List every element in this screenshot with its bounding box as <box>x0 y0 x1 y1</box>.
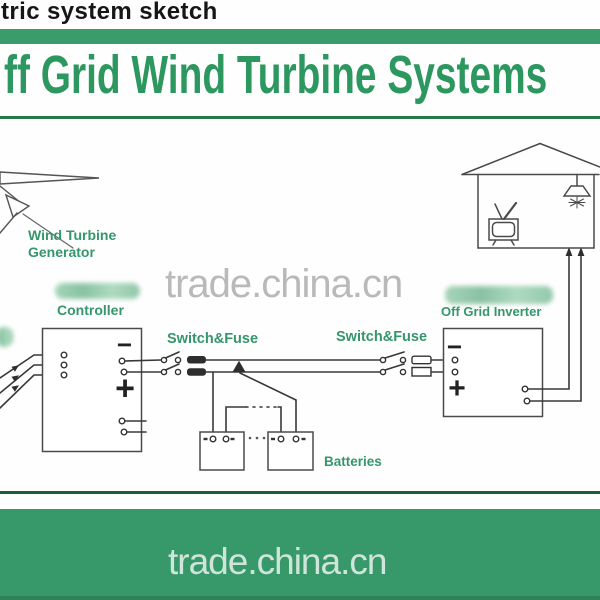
wiring-diagram: − + <box>0 142 600 471</box>
label-wind-turbine-line1: Wind Turbine <box>28 227 117 243</box>
wind-turbine-sketch <box>0 171 100 249</box>
battery-ellipsis-dots <box>248 436 266 440</box>
label-wind-turbine-line2: Generator <box>28 244 95 260</box>
label-controller: Controller <box>57 302 124 318</box>
green-bar-bottom <box>0 509 600 600</box>
tv-screen <box>491 221 516 238</box>
battery-box-left <box>199 431 245 471</box>
blur-patch-controller <box>55 283 140 299</box>
turbine-nacelle <box>4 193 31 219</box>
green-bar-bottom-edge <box>0 596 600 600</box>
page-title: ff Grid Wind Turbine Systems <box>4 45 548 105</box>
inverter-plus: + <box>448 372 466 405</box>
tv-antenna-right <box>502 201 518 221</box>
label-off-grid-inverter: Off Grid Inverter <box>441 304 542 319</box>
battery-wiring <box>212 371 297 437</box>
tv-leg-right <box>510 239 515 246</box>
diagram-top-border <box>0 116 600 119</box>
blur-patch-left-edge <box>0 327 13 347</box>
fuse-outline <box>411 355 432 365</box>
watermark-middle: trade.china.cn <box>165 262 403 306</box>
switch-blade <box>164 363 180 371</box>
inverter-terminals <box>451 356 531 405</box>
watermark-bottom: trade.china.cn <box>168 541 387 582</box>
sketch-caption: tric system sketch <box>1 0 218 25</box>
controller-minus: − <box>117 330 132 360</box>
battery-terminals <box>209 435 300 443</box>
blur-patch-inverter <box>445 286 553 304</box>
label-switch-fuse-right: Switch&Fuse <box>336 329 428 345</box>
lamp-rays <box>568 196 586 209</box>
switch-blade <box>384 363 405 371</box>
ac-output-wires <box>527 247 585 402</box>
dc-wire-row2 <box>126 363 453 377</box>
house-sketch <box>461 142 600 249</box>
switch-blade <box>164 351 180 359</box>
switch-blade <box>384 351 405 359</box>
green-bar-top <box>0 29 600 44</box>
label-switch-fuse-left: Switch&Fuse <box>167 331 259 347</box>
turbine-tail <box>0 212 18 234</box>
diagram-bottom-border <box>0 491 600 494</box>
fuse-filled <box>187 368 206 376</box>
inverter-minus: − <box>447 332 462 362</box>
lamp-shade <box>562 185 592 197</box>
label-wind-turbine-generator: Wind Turbine Generator <box>28 227 116 261</box>
battery-polarity-marks <box>203 437 306 441</box>
fuse-outline <box>411 366 432 377</box>
label-batteries: Batteries <box>324 454 382 469</box>
roof-left-slope <box>461 142 541 176</box>
dc-wire-row1 <box>124 351 453 365</box>
bus-junction <box>232 360 246 372</box>
turbine-label-pointer <box>22 213 74 249</box>
turbine-blade-right <box>0 171 100 185</box>
fuse-filled <box>187 356 206 364</box>
battery-box-right <box>267 431 314 471</box>
tv-antenna-left <box>494 203 503 220</box>
controller-plus: + <box>115 370 135 408</box>
tv-leg-left <box>492 239 497 246</box>
roof-right-slope <box>539 142 600 168</box>
controller-terminals <box>60 351 128 436</box>
